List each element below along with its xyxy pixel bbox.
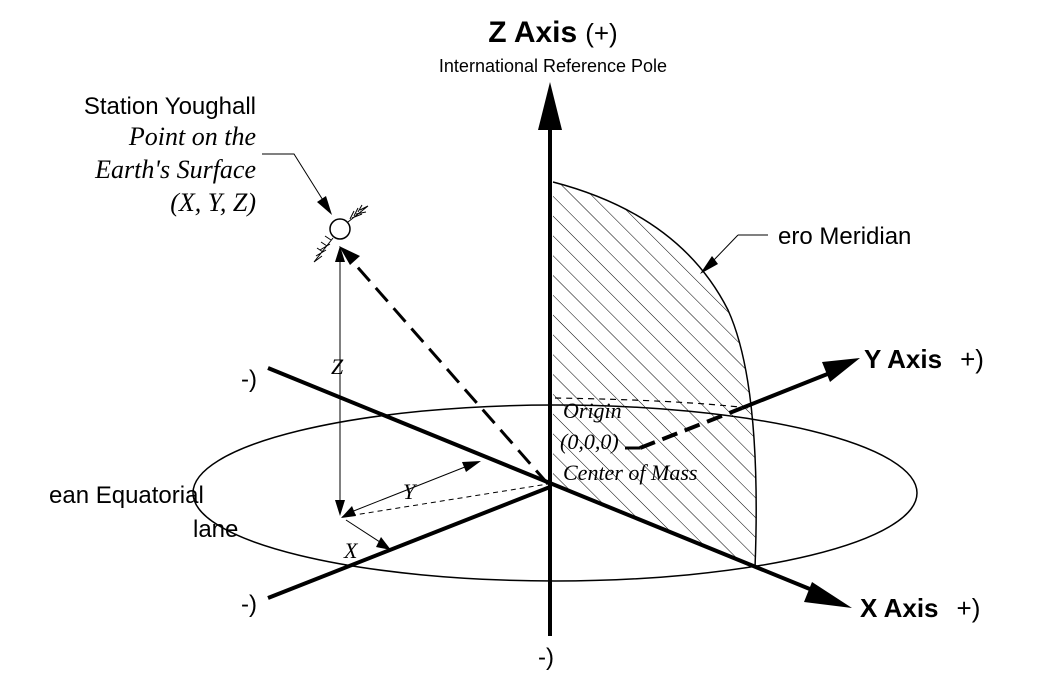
z-axis-neg-label: -) xyxy=(538,644,554,671)
z-component-label: Z xyxy=(331,354,344,379)
meridian-label: ero Meridian xyxy=(778,223,911,250)
x-axis-sign: +) xyxy=(957,593,981,623)
y-axis-name: Y Axis xyxy=(864,344,942,374)
zero-meridian-region xyxy=(553,182,757,568)
y-axis-dashed-segment xyxy=(639,406,743,450)
y-axis-sign: +) xyxy=(960,344,984,374)
origin-line3: Center of Mass xyxy=(563,460,697,485)
y-axis-neg-label: -) xyxy=(241,591,257,618)
y-component-line xyxy=(345,464,471,515)
z-axis-sign: (+) xyxy=(585,18,618,48)
meridian-leader-diag xyxy=(711,234,739,263)
zero-meridian-arc xyxy=(552,181,757,569)
station-name: Station Youghall xyxy=(84,93,256,120)
station-point xyxy=(329,218,351,240)
z-axis-arrowhead xyxy=(538,82,562,130)
meridian-leader-arrow xyxy=(700,256,718,274)
position-vector-arrowhead xyxy=(339,246,360,265)
svg-text:Y Axis+): Y Axis +) xyxy=(864,344,984,374)
equatorial-plane-line2: lane xyxy=(193,516,238,543)
x-axis-arrowhead xyxy=(804,582,852,608)
position-vector xyxy=(344,253,550,485)
equator-dashed-arc xyxy=(554,397,749,409)
station-desc-1: Point on the xyxy=(128,122,256,151)
x-component-label: X xyxy=(343,538,359,563)
station-desc-3: (X, Y, Z) xyxy=(170,188,256,217)
equatorial-plane-line1: ean Equatorial xyxy=(49,482,204,509)
y-axis-line xyxy=(267,485,551,600)
y-component-arrow-right xyxy=(462,461,481,472)
y-axis-arrowhead xyxy=(822,358,860,382)
z-component-arrow-down xyxy=(335,500,345,516)
z-axis-subtitle: International Reference Pole xyxy=(439,56,667,76)
x-axis-name: X Axis xyxy=(860,593,939,623)
x-axis-neg-label: -) xyxy=(241,366,257,393)
svg-text:Z Axis(+): Z Axis (+) xyxy=(488,16,617,49)
origin-line1: Origin xyxy=(563,398,622,423)
svg-text:X Axis+): X Axis +) xyxy=(860,593,980,623)
y-component-arrow-left xyxy=(341,506,356,518)
y-component-label: Y xyxy=(403,479,418,504)
station-leader xyxy=(262,153,327,206)
station-marker-icon xyxy=(313,204,369,263)
projection-dashed-line xyxy=(341,483,549,518)
y-axis-line-outer xyxy=(741,371,831,410)
z-axis-name: Z Axis xyxy=(488,16,577,49)
station-leader-arrow xyxy=(317,196,332,215)
origin-line2: (0,0,0) xyxy=(560,429,619,454)
station-desc-2: Earth's Surface xyxy=(94,155,256,184)
z-component-arrow-up xyxy=(335,246,345,262)
x-component-arrow xyxy=(376,537,391,550)
